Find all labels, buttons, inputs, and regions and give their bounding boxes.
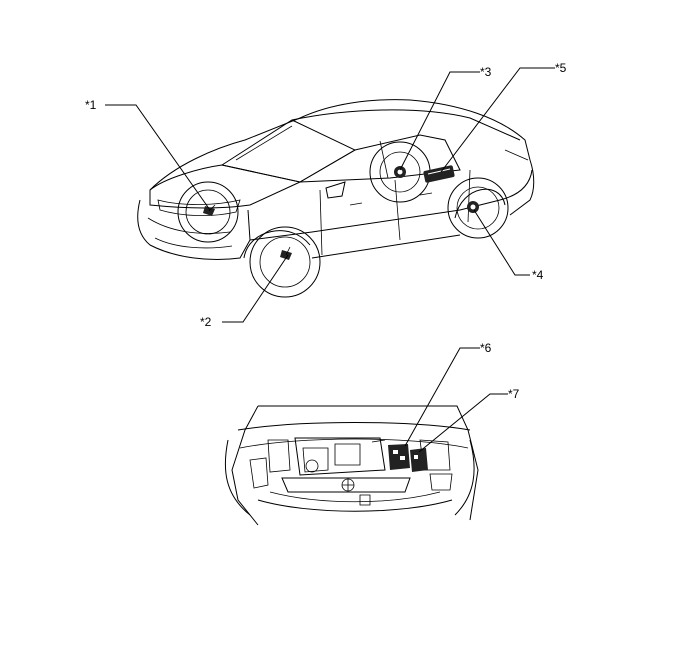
ecu-5-icon: [423, 165, 455, 183]
callout-label-5: *5: [555, 61, 567, 75]
callout-label-6: *6: [480, 341, 492, 355]
callout-lines-car: [105, 67, 555, 323]
sensor-1-icon: [203, 204, 216, 216]
callout-lines-engine: [404, 347, 508, 453]
module-7-icon: [410, 448, 428, 472]
car-illustration: [137, 99, 535, 298]
sensor-3-icon: [394, 166, 406, 178]
module-6-icon: [388, 444, 410, 470]
callout-label-4: *4: [532, 268, 544, 282]
callout-label-2: *2: [200, 315, 212, 329]
callout-label-1: *1: [85, 98, 97, 112]
sensor-2-icon: [280, 246, 292, 260]
sensor-4-icon: [467, 201, 479, 213]
callout-label-7: *7: [508, 387, 520, 401]
callout-label-3: *3: [480, 65, 492, 79]
engine-bay-illustration: [224, 405, 479, 526]
